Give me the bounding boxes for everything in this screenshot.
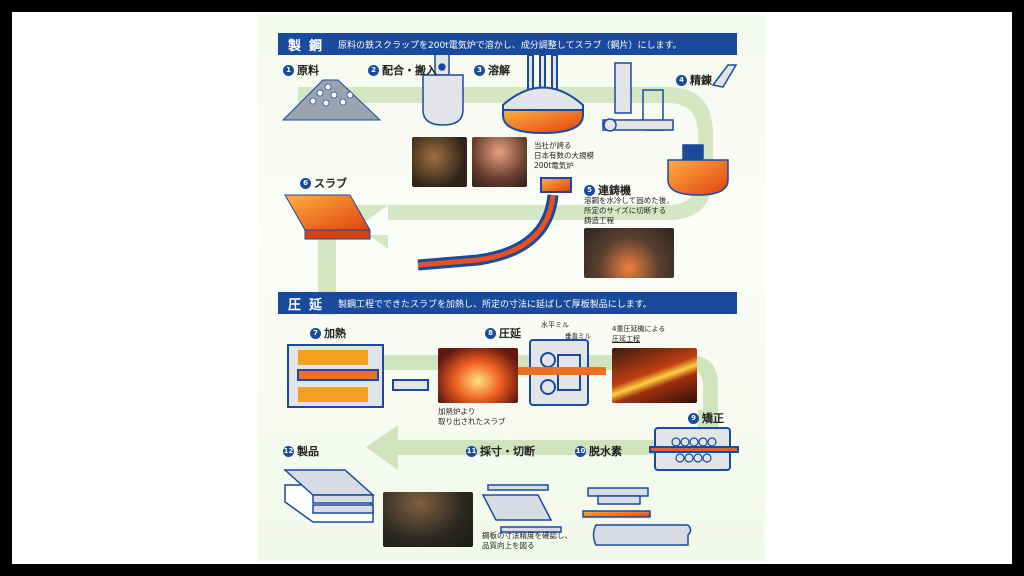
- step-number: 10: [575, 445, 586, 457]
- step-number: 8: [485, 327, 496, 339]
- caster-caption: 溶鋼を水冷して固めた後、所定のサイズに切断する鋳造工程: [584, 196, 674, 226]
- step-number: 5: [584, 184, 595, 196]
- step-text: 原料: [297, 64, 319, 77]
- section-title: 圧延: [288, 297, 331, 313]
- section-header-rolling: 圧延 製鋼工程でできたスラブを加熱し、所定の寸法に延ばして厚板製品にします。: [278, 292, 737, 314]
- photo-inspection: [383, 492, 473, 547]
- flow-arrows: [298, 87, 718, 470]
- cutting-plate: [481, 484, 562, 533]
- step-number: 3: [474, 64, 485, 76]
- step-text: スラブ: [314, 177, 347, 190]
- step-text: 圧延: [499, 327, 521, 340]
- step-number: 12: [283, 445, 294, 457]
- caption-line: 所定のサイズに切断する: [584, 206, 667, 215]
- step-text: 製品: [297, 445, 319, 458]
- step-number: 4: [676, 74, 687, 86]
- caption-line: 品質向上を図る: [482, 541, 535, 550]
- photo-furnace-interior: [472, 137, 527, 187]
- section-header-steelmaking: 製鋼 原料の鉄スクラップを200t電気炉で溶かし、成分調整してスラブ（鋼片）にし…: [278, 33, 737, 55]
- photo-heated-slab: [438, 348, 518, 403]
- flow-graphics: [281, 49, 739, 546]
- step-text: 溶解: [488, 64, 510, 77]
- caption-line: 取り出されたスラブ: [438, 417, 506, 426]
- section-description: 製鋼工程でできたスラブを加熱し、所定の寸法に延ばして厚板製品にします。: [338, 299, 652, 310]
- leveler: [649, 427, 739, 471]
- step-text: 配合・搬入: [382, 64, 437, 77]
- caption-line: 日本有数の大規模: [534, 151, 594, 160]
- caption-line: 加熱炉より: [438, 407, 476, 416]
- step-number: 1: [283, 64, 294, 76]
- charging-bucket: [422, 49, 464, 126]
- refining-ladle: [602, 62, 738, 196]
- photo-furnace-exterior: [412, 137, 467, 187]
- step-text: 脱水素: [589, 445, 622, 458]
- step-text: 連鋳機: [598, 184, 631, 197]
- slab: [284, 194, 371, 240]
- rolling-caption: 4重圧延機による圧延工程: [612, 324, 665, 344]
- photo-caster: [584, 228, 674, 278]
- step-number: 11: [466, 445, 477, 457]
- section-title: 製鋼: [288, 38, 331, 54]
- dehydrogenation-unit: [582, 487, 692, 546]
- inspection-caption: 鋼板の寸法精度を確認し、品質向上を図る: [482, 531, 572, 551]
- step-number: 9: [688, 412, 699, 424]
- photo-rolling: [612, 348, 697, 403]
- caption-line: 鋼板の寸法精度を確認し、: [482, 531, 572, 540]
- process-diagram: 製鋼 原料の鉄スクラップを200t電気炉で溶かし、成分調整してスラブ（鋼片）にし…: [258, 15, 765, 561]
- caption-line: 4重圧延機による: [612, 325, 666, 333]
- heated-slab-caption: 加熱炉より取り出されたスラブ: [438, 407, 506, 427]
- caption-line: 圧延工程: [612, 335, 640, 343]
- scrap-pile: [281, 79, 382, 121]
- horizontal-mill-label: 水平ミル: [541, 321, 569, 329]
- electric-arc-furnace: [502, 54, 584, 135]
- step-number: 2: [368, 64, 379, 76]
- product-plates: [283, 469, 375, 523]
- caption-line: 当社が誇る: [534, 141, 572, 150]
- caption-line: 鋳造工程: [584, 216, 614, 225]
- vertical-mill-label: 垂直ミル: [565, 332, 591, 340]
- step-text: 採寸・切断: [480, 445, 535, 458]
- caption-line: 溶鋼を水冷して固めた後、: [584, 196, 674, 205]
- step-text: 矯正: [702, 412, 724, 425]
- rolling-mill: [516, 339, 606, 406]
- caption-line: 200t電気炉: [534, 161, 574, 170]
- step-text: 精錬: [690, 74, 712, 87]
- continuous-caster: [417, 177, 572, 271]
- step-number: 6: [300, 177, 311, 189]
- section-description: 原料の鉄スクラップを200t電気炉で溶かし、成分調整してスラブ（鋼片）にします。: [338, 40, 682, 51]
- step-number: 7: [310, 327, 321, 339]
- step-text: 加熱: [324, 327, 346, 340]
